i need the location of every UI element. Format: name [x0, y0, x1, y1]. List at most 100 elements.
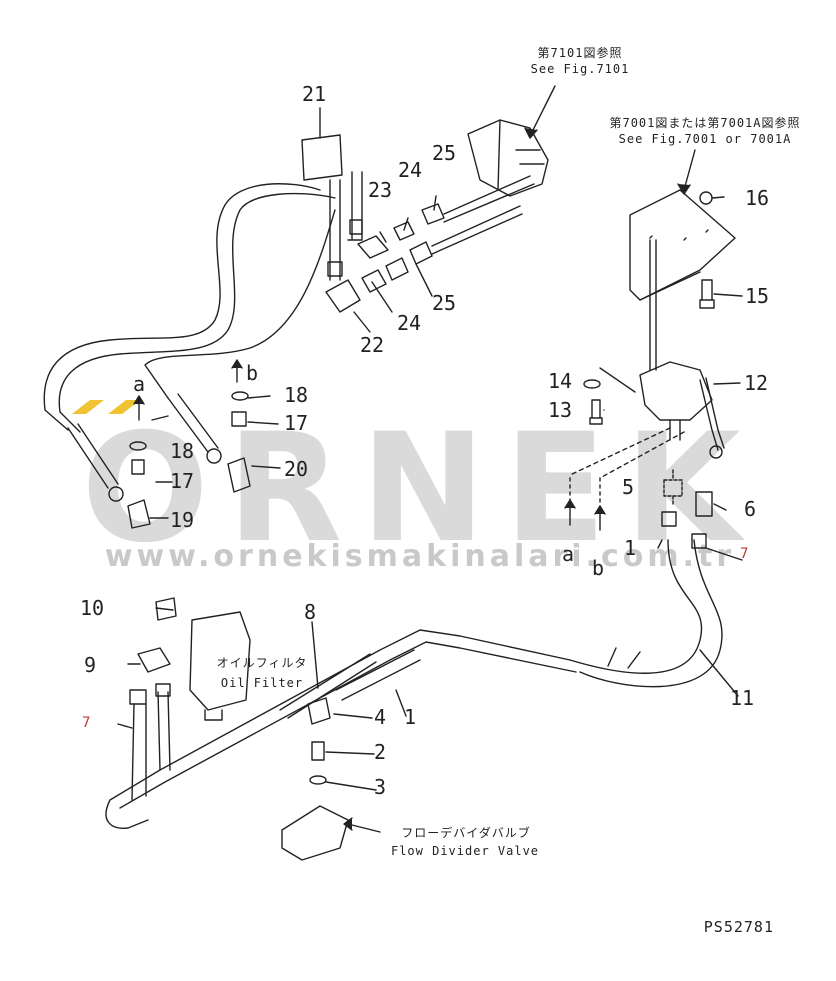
- label-connector-b-left: b: [246, 361, 259, 385]
- label-part-3: 3: [374, 775, 387, 799]
- valve-7101: [467, 119, 549, 197]
- fitting-10: [155, 597, 177, 621]
- fitting-25: [421, 203, 445, 225]
- watermark-brand: ORNEK: [81, 402, 759, 576]
- arrow-b2: [594, 505, 606, 531]
- label-part-10: 10: [80, 596, 105, 620]
- fitting-9: [137, 647, 171, 673]
- fitting-6: [695, 491, 713, 517]
- label-part-17-left: 17: [170, 469, 195, 493]
- label-part-12: 12: [744, 371, 769, 395]
- arrow-flow-divider: [347, 823, 381, 833]
- arrow-7101: [529, 85, 556, 137]
- watermark-arrow-mark: [72, 400, 140, 414]
- valve-12: [639, 361, 713, 421]
- label-part-9: 9: [84, 653, 97, 677]
- fitting-24b: [361, 269, 387, 293]
- arrow-a1: [133, 395, 145, 421]
- label-part-17-mid: 17: [284, 411, 309, 435]
- label-part-25-lower: 25: [432, 291, 457, 315]
- hose-branch: [144, 209, 336, 399]
- label-part-23: 23: [368, 178, 393, 202]
- fitting-25b: [385, 257, 409, 281]
- label-part-16: 16: [745, 186, 770, 210]
- label-part-1-right: 1: [624, 536, 637, 560]
- label-part-7-left: 7: [82, 715, 91, 731]
- note-fig7101-jp: 第7101図参照: [537, 46, 623, 60]
- o-ring-3: [309, 775, 327, 785]
- label-part-14: 14: [548, 369, 573, 393]
- label-connector-a-right: a: [562, 542, 575, 566]
- elbow-20: [227, 457, 251, 493]
- hose-end-20: [167, 393, 219, 453]
- label-part-13: 13: [548, 398, 573, 422]
- label-connector-b-right: b: [592, 556, 605, 580]
- label-part-21: 21: [302, 82, 327, 106]
- part-14-washer: [583, 379, 601, 389]
- label-part-11: 11: [730, 686, 755, 710]
- note-flow-divider-jp: フローデバイダバルブ: [401, 826, 531, 840]
- hose-21-outer: [43, 183, 321, 431]
- oil-filter: [189, 611, 251, 711]
- leaders: [117, 195, 743, 791]
- note-fig7101-en: See Fig.7101: [530, 62, 630, 76]
- hose-1: [335, 649, 421, 701]
- note-fig7001-jp: 第7001図または第7001A図参照: [609, 116, 801, 130]
- fitting-4: [307, 697, 331, 725]
- hose-11-inner: [579, 539, 723, 688]
- fitting-24: [393, 221, 415, 241]
- hose-11-outer: [569, 539, 703, 674]
- pipe-upper: [443, 175, 535, 223]
- bolt-15: [699, 279, 715, 309]
- drawing-code: PS52781: [703, 918, 774, 936]
- note-oil-filter-en: Oil Filter: [220, 676, 304, 690]
- bolt-13: [589, 399, 603, 425]
- fitting-2: [311, 741, 325, 761]
- label-part-2: 2: [374, 740, 387, 764]
- tube-7: [131, 691, 171, 801]
- note-flow-divider-en: Flow Divider Valve: [390, 844, 540, 858]
- hose-8: [279, 653, 377, 719]
- hose-21-inner: [58, 192, 336, 433]
- part-21-block: [301, 134, 343, 181]
- fitting-5: [663, 469, 683, 507]
- label-part-1-lower: 1: [404, 705, 417, 729]
- label-part-19: 19: [170, 508, 195, 532]
- o-ring-18a: [129, 441, 147, 451]
- label-part-18-left: 18: [170, 439, 195, 463]
- arrow-b1: [231, 359, 243, 383]
- label-part-24-upper: 24: [398, 158, 423, 182]
- arrow-a2: [564, 499, 576, 526]
- elbow-19: [127, 499, 151, 529]
- label-part-8: 8: [304, 600, 317, 624]
- fitting-17b: [231, 411, 247, 427]
- label-part-24-lower: 24: [397, 311, 422, 335]
- pipe-main-1: [105, 629, 571, 829]
- label-part-5: 5: [622, 475, 635, 499]
- pipe-main-2: [119, 641, 577, 809]
- bracket-7001: [629, 189, 736, 301]
- label-part-4: 4: [374, 705, 387, 729]
- label-part-15: 15: [745, 284, 770, 308]
- fitting-17a: [131, 459, 145, 475]
- fitting-22: [325, 279, 361, 313]
- label-part-22: 22: [360, 333, 385, 357]
- label-part-25-upper: 25: [432, 141, 457, 165]
- watermark-url: www.ornekismakinalari.com.tr: [104, 539, 736, 574]
- fitting-23: [357, 235, 389, 259]
- label-part-7-right: 7: [740, 546, 749, 562]
- fitting-25c: [409, 241, 433, 265]
- note-fig7001-en: See Fig.7001 or 7001A: [618, 132, 792, 146]
- flow-divider-valve: [281, 805, 349, 861]
- label-part-6: 6: [744, 497, 757, 521]
- label-part-20: 20: [284, 457, 309, 481]
- label-part-18-mid: 18: [284, 383, 309, 407]
- o-ring-18b: [231, 391, 249, 401]
- hose-21-vertical: [329, 171, 363, 281]
- note-oil-filter-jp: オイルフィルタ: [216, 656, 308, 670]
- hose-end-18a: [67, 423, 119, 489]
- label-connector-a-left: a: [133, 372, 146, 396]
- arrow-7001: [683, 149, 696, 191]
